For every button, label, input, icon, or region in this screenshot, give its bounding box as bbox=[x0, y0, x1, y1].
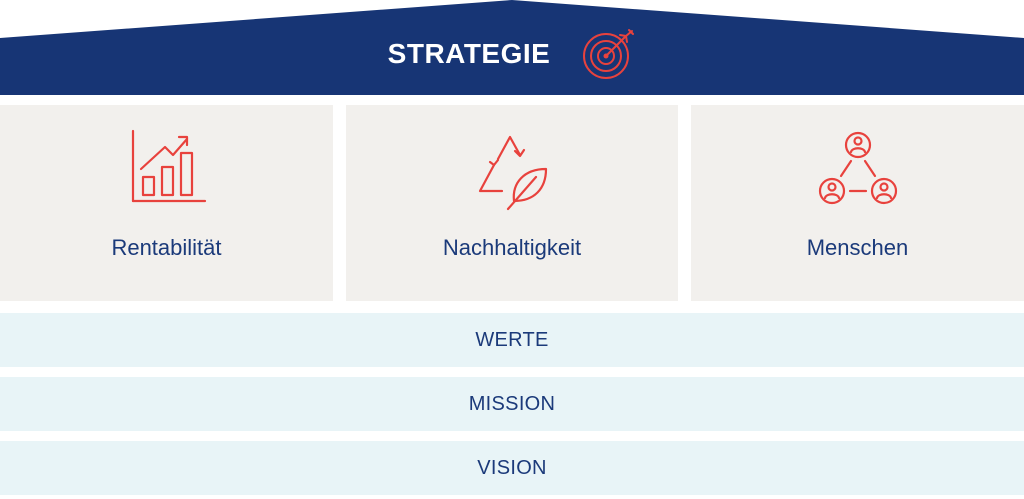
pillar-menschen: Menschen bbox=[691, 105, 1024, 301]
band-label: MISSION bbox=[468, 392, 556, 415]
band-werte: WERTE bbox=[0, 313, 1024, 367]
pillar-nachhaltigkeit: Nachhaltigkeit bbox=[346, 105, 678, 301]
target-icon bbox=[583, 29, 635, 79]
roof: STRATEGIE bbox=[0, 0, 1024, 95]
recycle-leaf-icon bbox=[478, 135, 548, 211]
people-network-icon bbox=[818, 131, 897, 205]
pillar-label: Menschen bbox=[806, 235, 909, 260]
roof-shape bbox=[0, 0, 1024, 95]
band-label: WERTE bbox=[475, 328, 549, 351]
band-vision: VISION bbox=[0, 441, 1024, 495]
roof-label: STRATEGIE bbox=[387, 38, 551, 69]
pillar-label: Nachhaltigkeit bbox=[442, 235, 582, 260]
bar-chart-growth-icon bbox=[131, 129, 206, 203]
pillar-label: Rentabilität bbox=[111, 235, 222, 260]
band-mission: MISSION bbox=[0, 377, 1024, 431]
roof-title: STRATEGIE bbox=[0, 29, 1024, 79]
band-label: VISION bbox=[477, 456, 547, 479]
pillar-rentabilitaet: Rentabilität bbox=[0, 105, 333, 301]
